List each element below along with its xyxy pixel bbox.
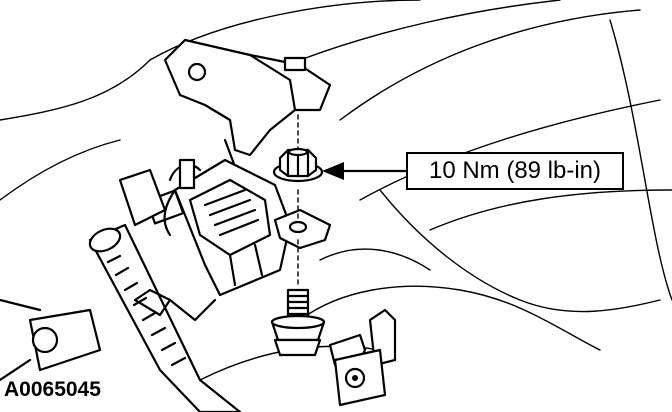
- wiring-harness: [0, 168, 242, 412]
- electrical-connector-module: [145, 158, 292, 297]
- lower-right-bracket: [328, 308, 397, 407]
- mounting-stud-icon: [270, 288, 326, 357]
- mounting-flange-plate: [273, 208, 332, 250]
- body-panel-outlines: [0, 0, 672, 381]
- callout-arrow-icon: [322, 162, 407, 180]
- figure-id-label: A0065045: [4, 378, 101, 401]
- hex-flange-nut-icon: [272, 147, 324, 183]
- torque-spec-callout: 10 Nm (89 lb-in): [406, 152, 624, 190]
